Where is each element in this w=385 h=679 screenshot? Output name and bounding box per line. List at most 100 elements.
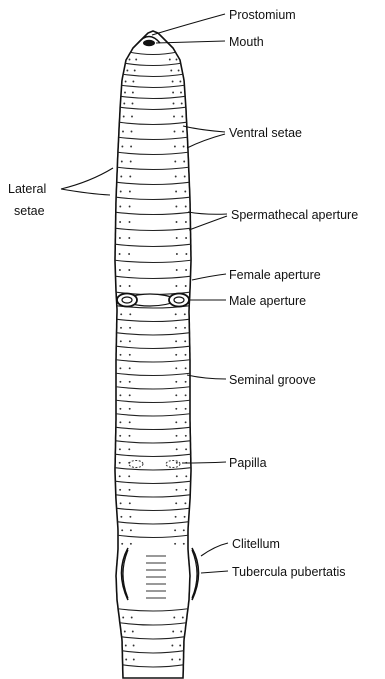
seta-dot (131, 116, 133, 118)
label-spermathecal-aperture: Spermathecal aperture (231, 208, 358, 222)
seta-dot (170, 70, 172, 72)
seta-dot (185, 237, 187, 239)
seta-dot (178, 70, 180, 72)
seta-dot (185, 367, 187, 369)
seta-dot (179, 81, 181, 83)
seta-dot (185, 475, 187, 477)
label-male-aperture: Male aperture (229, 294, 306, 308)
seta-dot (129, 59, 131, 61)
label-ventral-setae: Ventral setae (229, 126, 302, 140)
seta-dot (129, 176, 131, 178)
seta-dot (121, 529, 123, 531)
seta-dot (120, 516, 122, 518)
seta-dot (180, 92, 182, 94)
seta-dot (176, 489, 178, 491)
seta-dot (119, 421, 121, 423)
seta-dot (119, 448, 121, 450)
seta-dot (129, 381, 131, 383)
label-mouth: Mouth (229, 35, 264, 49)
seta-dot (119, 285, 121, 287)
seta-dot (176, 253, 178, 255)
seta-dot (126, 70, 128, 72)
seta-dot (173, 103, 175, 105)
seta-dot (133, 645, 135, 647)
seta-dot (130, 161, 132, 163)
seta-dot (121, 161, 123, 163)
seta-dot (129, 285, 131, 287)
seta-dot (182, 131, 184, 133)
label-papilla: Papilla (229, 456, 267, 470)
seta-dot (119, 475, 121, 477)
seta-dot (130, 543, 132, 545)
seta-dot (175, 502, 177, 504)
seta-dot (131, 131, 133, 133)
seta-dot (129, 313, 131, 315)
seta-dot (175, 354, 177, 356)
seta-dot (185, 435, 187, 437)
label-prostomium: Prostomium (229, 8, 296, 22)
seta-dot (132, 92, 134, 94)
seta-dot (185, 381, 187, 383)
seta-dot (128, 475, 130, 477)
seta-dot (174, 161, 176, 163)
seta-dot (124, 92, 126, 94)
seta-dot (185, 448, 187, 450)
seta-dot (129, 408, 131, 410)
seta-dot (129, 502, 131, 504)
seta-dot (119, 394, 121, 396)
seta-dot (185, 408, 187, 410)
seta-dot (174, 146, 176, 148)
male-aperture-structure (117, 294, 189, 307)
seta-dot (122, 617, 124, 619)
seta-dot (182, 617, 184, 619)
seta-dot (120, 340, 122, 342)
seta-dot (119, 253, 121, 255)
seta-dot (120, 176, 122, 178)
seta-dot (184, 191, 186, 193)
seta-dot (185, 394, 187, 396)
seta-dot (171, 645, 173, 647)
seta-dot (176, 221, 178, 223)
seta-dot (185, 285, 187, 287)
seta-dot (183, 161, 185, 163)
seta-dot (129, 206, 131, 208)
seta-dot (181, 103, 183, 105)
seta-dot (185, 354, 187, 356)
label-seminal-groove: Seminal groove (229, 373, 316, 387)
seta-dot (131, 617, 133, 619)
seta-dot (176, 462, 178, 464)
seta-dot (185, 221, 187, 223)
seta-dot (128, 237, 130, 239)
seta-dot (125, 645, 127, 647)
seta-dot (175, 340, 177, 342)
seta-dot (130, 529, 132, 531)
seta-dot (129, 516, 131, 518)
seta-dot (176, 237, 178, 239)
seta-dot (172, 631, 174, 633)
mouth-opening (143, 40, 155, 46)
seta-dot (185, 253, 187, 255)
seta-dot (174, 131, 176, 133)
seta-dot (129, 327, 131, 329)
seta-dot (184, 502, 186, 504)
seta-dot (184, 176, 186, 178)
seta-dot (185, 489, 187, 491)
seta-dot (125, 81, 127, 83)
seta-dot (175, 313, 177, 315)
seta-dot (129, 435, 131, 437)
seta-dot (183, 543, 185, 545)
seta-dot (119, 381, 121, 383)
seta-dot (185, 269, 187, 271)
seta-dot (179, 659, 181, 661)
seta-dot (171, 659, 173, 661)
seta-dot (128, 448, 130, 450)
seta-dot (176, 475, 178, 477)
seta-dot (129, 394, 131, 396)
seta-dot (184, 340, 186, 342)
label-clitellum: Clitellum (232, 537, 280, 551)
seta-dot (129, 191, 131, 193)
seta-dot (125, 659, 127, 661)
seta-dot (119, 435, 121, 437)
seta-dot (185, 206, 187, 208)
